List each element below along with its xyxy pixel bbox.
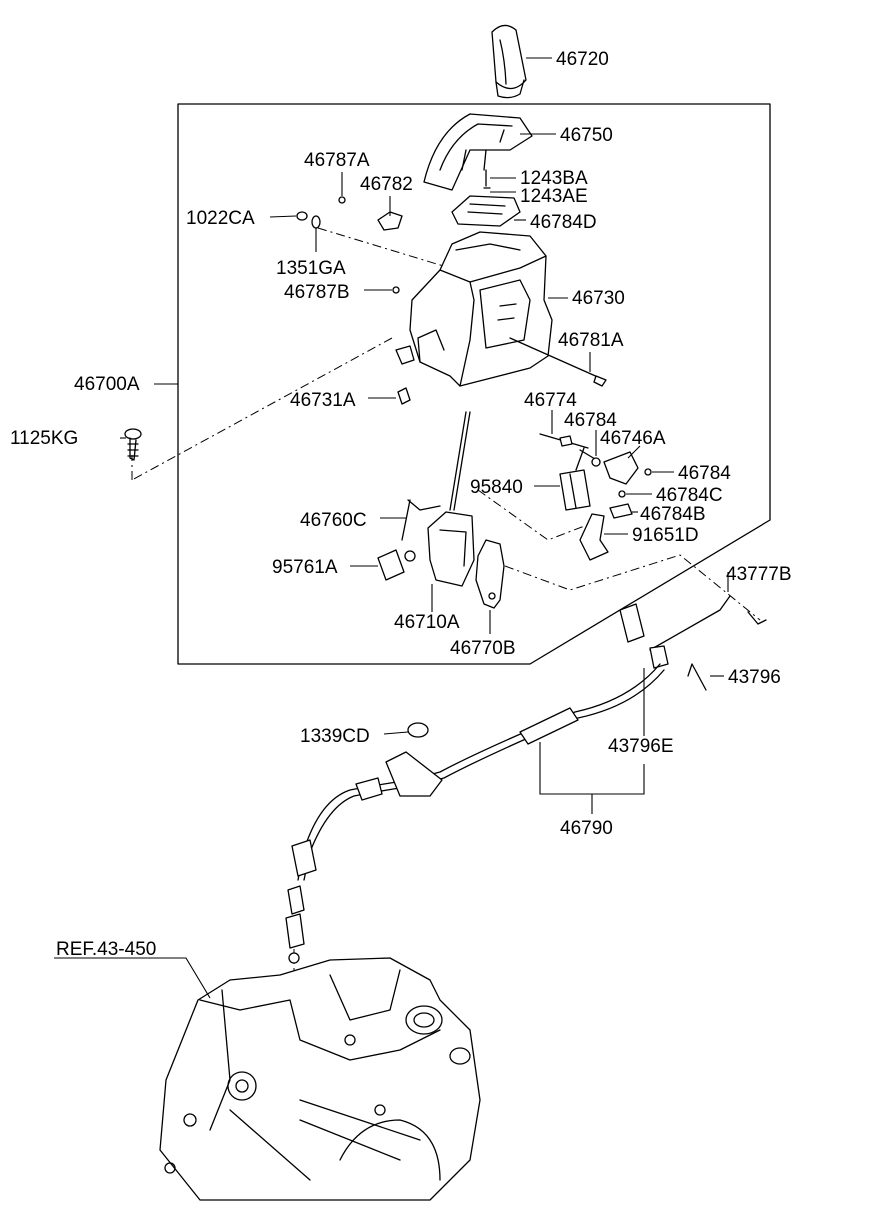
assembly-boundary <box>177 103 771 665</box>
label-46710A: 46710A <box>394 612 460 633</box>
label-46731A: 46731A <box>290 390 356 411</box>
label-43796E: 43796E <box>608 736 674 757</box>
part-labels: 46720 46750 46787A 46782 1243BA 1243AE 1… <box>10 49 792 960</box>
label-43777B: 43777B <box>726 564 792 585</box>
bracket <box>395 345 415 405</box>
leader-lines <box>54 57 729 999</box>
label-1243AE: 1243AE <box>520 186 588 207</box>
label-46787B: 46787B <box>284 282 350 303</box>
label-95840: 95840 <box>470 477 523 498</box>
label-46784D: 46784D <box>530 212 597 233</box>
label-46746A: 46746A <box>600 428 666 449</box>
shift-pin <box>509 337 607 387</box>
label-46760C: 46760C <box>300 510 367 531</box>
label-46770B: 46770B <box>450 638 516 659</box>
label-1243BA: 1243BA <box>520 168 588 189</box>
label-46790: 46790 <box>560 818 613 839</box>
solenoid <box>559 447 591 511</box>
shifter-housing <box>409 231 553 387</box>
label-91651D: 91651D <box>632 525 699 546</box>
mounting-bracket <box>579 513 609 561</box>
label-43796: 43796 <box>728 667 781 688</box>
lever-assembly <box>401 411 475 587</box>
cable-end <box>619 595 767 691</box>
label-46782: 46782 <box>360 174 413 195</box>
label-46781A: 46781A <box>558 330 624 351</box>
label-1022CA: 1022CA <box>186 208 255 229</box>
label-ref-43-450: REF.43-450 <box>56 939 156 960</box>
indicator-plate <box>451 169 521 227</box>
label-46784-right: 46784 <box>678 463 731 484</box>
label-95761A: 95761A <box>272 557 338 578</box>
label-1339CD: 1339CD <box>300 726 370 747</box>
label-46720: 46720 <box>556 49 609 70</box>
label-46730: 46730 <box>572 288 625 309</box>
small-fasteners <box>296 196 403 294</box>
indicator-cover <box>423 113 533 191</box>
detent-parts <box>539 433 652 519</box>
label-46700A: 46700A <box>74 374 140 395</box>
label-46784C: 46784C <box>656 485 723 506</box>
label-1125KG: 1125KG <box>10 428 78 449</box>
transmission-housing <box>159 957 481 1201</box>
label-46787A: 46787A <box>304 150 370 171</box>
label-46750: 46750 <box>560 125 613 146</box>
switch <box>377 549 416 581</box>
cam-plate <box>475 539 505 609</box>
shift-knob <box>491 24 527 99</box>
label-46784-top: 46784 <box>564 410 617 431</box>
label-1351GA: 1351GA <box>276 258 346 279</box>
label-46774: 46774 <box>524 390 577 411</box>
bolt <box>124 428 142 461</box>
label-46784B: 46784B <box>640 504 706 525</box>
shift-cable <box>285 663 665 964</box>
